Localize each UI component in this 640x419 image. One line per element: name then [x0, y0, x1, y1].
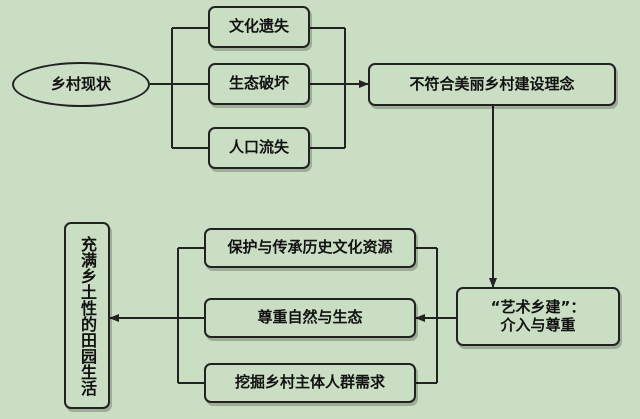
node-culture-loss: 文化遗失	[208, 6, 310, 48]
node-eco-damage: 生态破坏	[208, 63, 310, 105]
node-explore-needs: 挖掘乡村主体人群需求	[204, 363, 416, 403]
node-respect-nature: 尊重自然与生态	[204, 298, 416, 338]
node-rural-idyllic-life: 充满乡土性的田园生活	[64, 222, 110, 409]
node-not-meet-concept: 不符合美丽乡村建设理念	[368, 63, 616, 106]
node-rural-status: 乡村现状	[12, 62, 150, 107]
node-protect-heritage: 保护与传承历史文化资源	[204, 228, 416, 268]
node-art-rural-construction: “艺术乡建”： 介入与尊重	[456, 287, 620, 346]
node-population-outflow: 人口流失	[208, 127, 310, 169]
